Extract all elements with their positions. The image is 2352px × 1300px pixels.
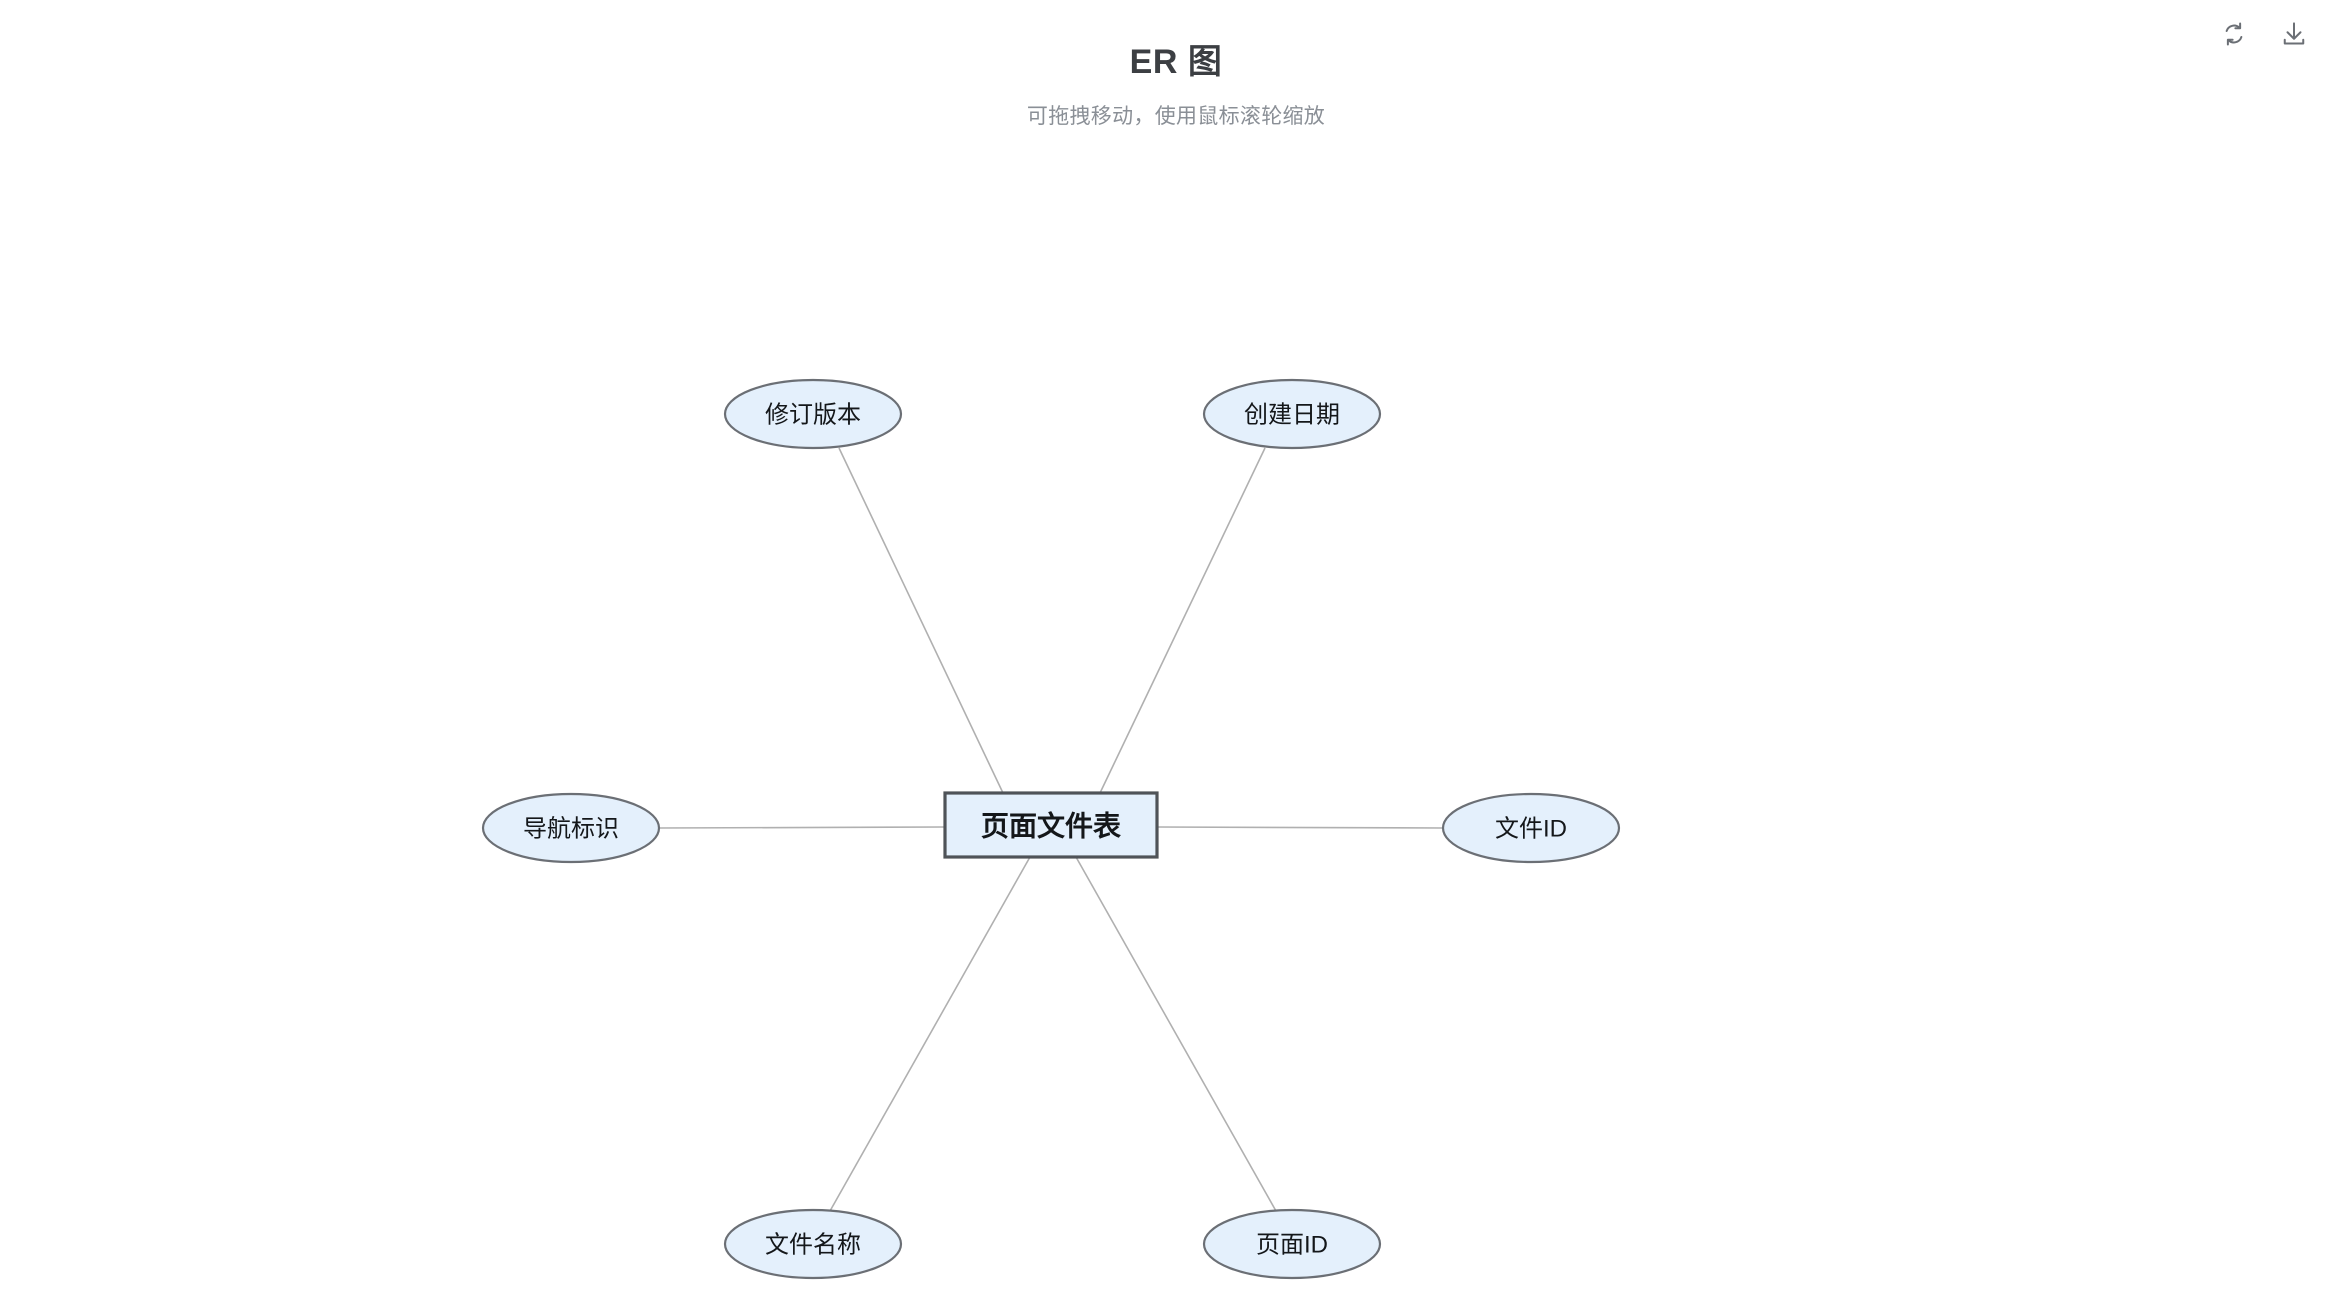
er-edge: [838, 447, 1004, 794]
er-attribute-node[interactable]: 文件名称: [723, 1208, 903, 1280]
er-edge: [1075, 856, 1277, 1212]
er-edge: [658, 826, 946, 829]
er-attribute-node[interactable]: 修订版本: [723, 378, 903, 450]
er-edge: [1156, 826, 1444, 829]
er-attribute-label: 导航标识: [523, 816, 619, 843]
er-attribute-ellipse[interactable]: [723, 378, 903, 450]
er-attribute-node[interactable]: 文件ID: [1441, 792, 1621, 864]
er-attribute-node[interactable]: 导航标识: [481, 792, 661, 864]
er-attribute-node[interactable]: 创建日期: [1202, 378, 1382, 450]
er-entity-rect[interactable]: [943, 791, 1159, 859]
refresh-icon: [2219, 19, 2249, 49]
er-attribute-label: 文件ID: [1495, 816, 1567, 843]
er-entity-node[interactable]: 页面文件表: [943, 791, 1159, 859]
toolbar: [2214, 14, 2314, 54]
edge-layer: [658, 447, 1444, 1212]
er-attribute-label: 修订版本: [765, 402, 861, 429]
er-attribute-label: 页面ID: [1256, 1232, 1328, 1259]
er-attribute-ellipse[interactable]: [1202, 1208, 1382, 1280]
download-icon: [2279, 19, 2309, 49]
er-attribute-node[interactable]: 页面ID: [1202, 1208, 1382, 1280]
er-edge: [829, 856, 1031, 1212]
refresh-button[interactable]: [2214, 14, 2254, 54]
er-attribute-ellipse[interactable]: [1441, 792, 1621, 864]
er-attribute-ellipse[interactable]: [481, 792, 661, 864]
er-entity-label: 页面文件表: [981, 810, 1121, 842]
er-attribute-ellipse[interactable]: [1202, 378, 1382, 450]
er-attribute-ellipse[interactable]: [723, 1208, 903, 1280]
er-edge: [1099, 447, 1266, 794]
er-attribute-label: 文件名称: [765, 1232, 861, 1259]
er-attribute-label: 创建日期: [1244, 402, 1340, 429]
download-button[interactable]: [2274, 14, 2314, 54]
